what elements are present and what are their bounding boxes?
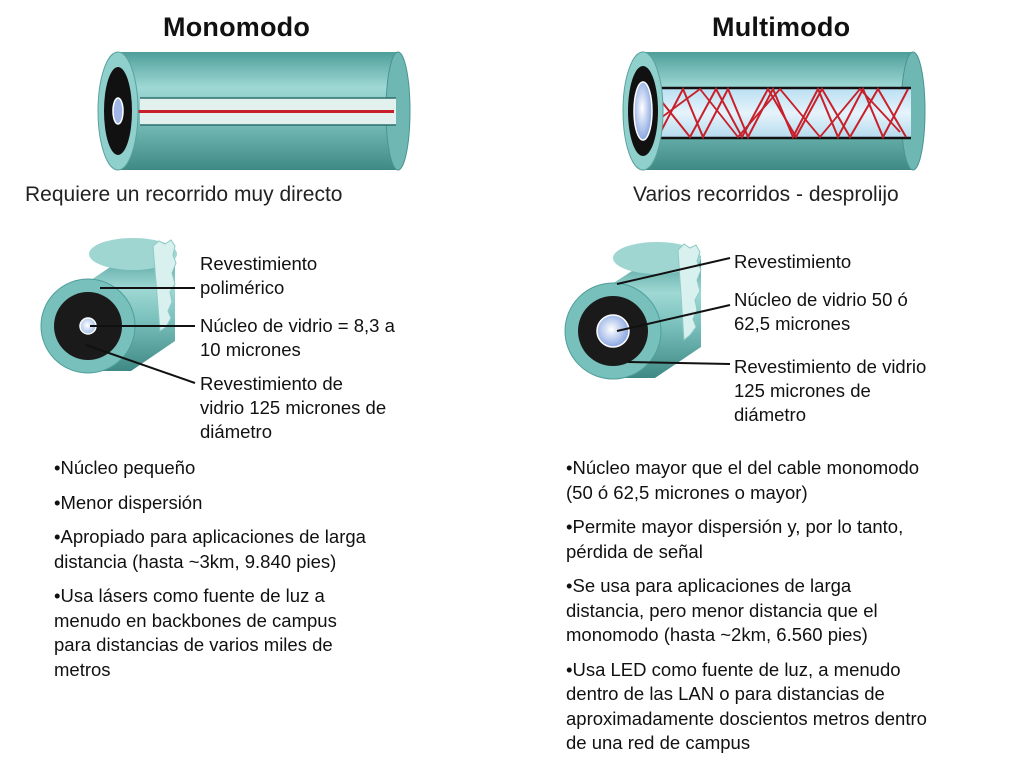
single-mode-title: Monomodo bbox=[163, 12, 311, 42]
bullet-item: Núcleo pequeño bbox=[54, 456, 474, 481]
multi-mode-cylinder bbox=[622, 51, 926, 171]
bullet-item: Menor dispersión bbox=[54, 491, 474, 516]
single-mode-core-label: Núcleo de vidrio = 8,3 a 10 micrones bbox=[200, 314, 395, 362]
label-line: Revestimiento bbox=[200, 253, 318, 274]
label-line: polimérico bbox=[200, 277, 285, 298]
leader-lines bbox=[85, 257, 731, 384]
label-line: 62,5 micrones bbox=[734, 313, 851, 334]
single-mode-bullet-list: Núcleo pequeño Menor dispersión Apropiad… bbox=[54, 456, 474, 692]
multi-mode-caption: Varios recorridos - desprolijo bbox=[633, 183, 899, 206]
label-line: diámetro bbox=[200, 421, 272, 442]
single-mode-cladding-label: Revestimiento de vidrio 125 micrones de … bbox=[200, 372, 386, 444]
single-mode-cross-section bbox=[40, 238, 177, 374]
bullet-item: Apropiado para aplicaciones de largadist… bbox=[54, 525, 474, 574]
bullet-item: Permite mayor dispersión y, por lo tanto… bbox=[566, 515, 1016, 564]
label-line: Revestimiento de bbox=[200, 373, 343, 394]
label-line: Núcleo de vidrio 50 ó bbox=[734, 289, 908, 310]
single-mode-caption: Requiere un recorrido muy directo bbox=[25, 183, 343, 206]
label-line: 10 micrones bbox=[200, 339, 301, 360]
bullet-item: Núcleo mayor que el del cable monomodo(5… bbox=[566, 456, 1016, 505]
multi-mode-core-label: Núcleo de vidrio 50 ó 62,5 micrones bbox=[734, 288, 908, 336]
multi-mode-coating-label: Revestimiento bbox=[734, 250, 851, 274]
multi-mode-cladding-label: Revestimiento de vidrio 125 micrones de … bbox=[734, 355, 926, 427]
bullet-item: Se usa para aplicaciones de largadistanc… bbox=[566, 574, 1016, 648]
label-line: diámetro bbox=[734, 404, 806, 425]
multi-mode-bullet-list: Núcleo mayor que el del cable monomodo(5… bbox=[566, 456, 1016, 766]
multi-mode-cross-section bbox=[564, 242, 702, 380]
bullet-item: Usa LED como fuente de luz, a menudodent… bbox=[566, 658, 1016, 756]
label-line: Núcleo de vidrio = 8,3 a bbox=[200, 315, 395, 336]
single-mode-coating-label: Revestimiento polimérico bbox=[200, 252, 317, 300]
label-line: Revestimiento bbox=[734, 251, 852, 272]
label-line: Revestimiento de vidrio bbox=[734, 356, 927, 377]
single-mode-cylinder bbox=[97, 51, 411, 171]
multi-mode-title: Multimodo bbox=[712, 12, 851, 42]
label-line: vidrio 125 micrones de bbox=[200, 397, 387, 418]
label-line: 125 micrones de bbox=[734, 380, 871, 401]
